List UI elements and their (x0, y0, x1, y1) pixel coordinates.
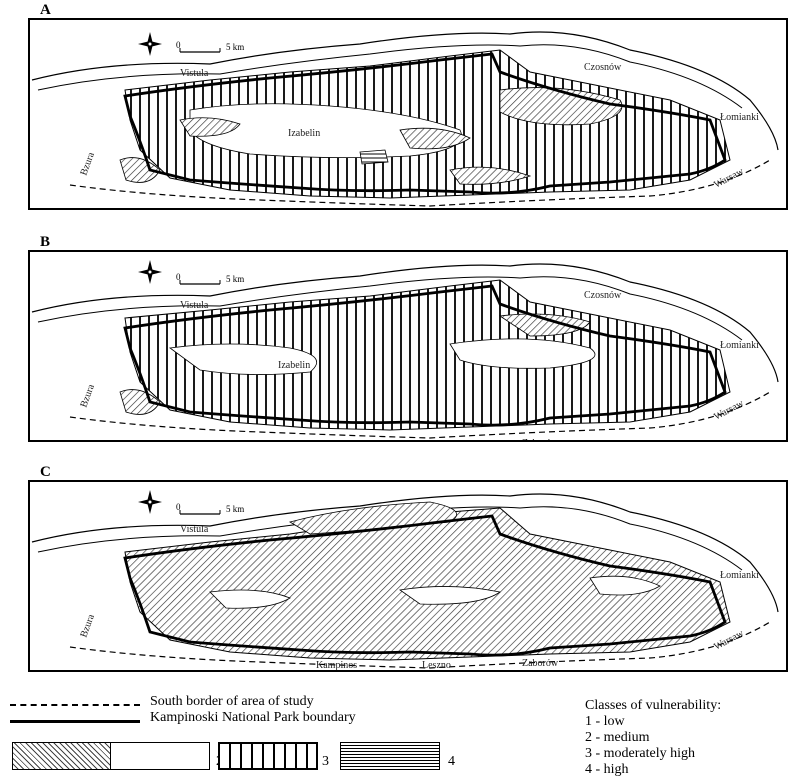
vulnerability-class-3-area (124, 279, 731, 431)
vulnerability-map-c: 0 5 km Vistula Łomianki Kampinos Leszno … (31, 490, 779, 670)
study-area-outline (31, 31, 779, 151)
svg-text:0: 0 (176, 502, 181, 512)
vulnerability-map-a: 0 5 km Vistula Czosnów Łomianki Izabelin… (31, 31, 779, 207)
vistula-label: Vistula (180, 524, 209, 535)
svg-text:0: 0 (176, 272, 181, 282)
vistula-label: Vistula (180, 68, 209, 79)
park-boundary-legend-text: Kampinoski National Park boundary (150, 710, 356, 725)
scale-bar: 0 5 km (176, 502, 244, 515)
class-4-swatch-number: 4 (448, 754, 455, 769)
park-boundary-line (123, 52, 727, 195)
lomianki-label: Łomianki (720, 570, 759, 581)
panel-label-a: A (40, 2, 51, 18)
north-arrow-icon (138, 32, 162, 56)
bzura-label: Bzura (78, 150, 97, 177)
warsaw-label: Warsaw (712, 166, 746, 191)
north-arrow-icon (138, 490, 162, 514)
class-3-label: 3 - moderately high (585, 746, 696, 761)
czosnow-label: Czosnów (584, 290, 622, 301)
bzura-label: Bzura (78, 612, 97, 639)
vulnerability-map-b: 0 5 km Vistula Czosnów Łomianki Izabelin… (31, 260, 779, 440)
class-3-swatch-number: 3 (322, 754, 329, 769)
south-border-legend-text: South border of area of study (150, 694, 314, 709)
vistula-label: Vistula (180, 300, 209, 311)
warsaw-label: Warsaw (712, 398, 746, 423)
panel-label-c: C (40, 464, 51, 480)
map-legend: South border of area of study Kampinoski… (0, 680, 800, 784)
class-3-swatch (218, 742, 318, 770)
leszno-label: Leszno (422, 660, 451, 670)
warsaw-label: Warsaw (712, 628, 746, 653)
map-panel-c: 0 5 km Vistula Łomianki Kampinos Leszno … (28, 480, 788, 672)
panel-label-b: B (40, 234, 51, 250)
svg-text:5 km: 5 km (226, 504, 244, 514)
map-panel-a: 0 5 km Vistula Czosnów Łomianki Izabelin… (28, 18, 788, 210)
classes-title: Classes of vulnerability: (585, 698, 722, 713)
vulnerability-class-4-area (359, 149, 389, 165)
class-4-label: 4 - high (585, 762, 629, 777)
class-2-swatch (110, 742, 210, 770)
zaborow-label: Zaborów (522, 438, 559, 440)
bzura-label: Bzura (78, 382, 97, 409)
svg-text:5 km: 5 km (226, 42, 244, 52)
scale-bar: 0 5 km (176, 40, 244, 53)
svg-text:0: 0 (176, 40, 181, 50)
class-1-swatch (12, 742, 112, 770)
south-border-line-sample (10, 704, 140, 706)
class-4-swatch (340, 742, 440, 770)
south-border-line (69, 159, 771, 207)
czosnow-label: Czosnów (584, 62, 622, 73)
lomianki-label: Łomianki (720, 340, 759, 351)
park-boundary-line-sample (10, 720, 140, 723)
lomianki-label: Łomianki (720, 112, 759, 123)
izabelin-label: Izabelin (278, 360, 310, 371)
zaborow-label: Zaborów (522, 658, 559, 669)
map-panel-b: 0 5 km Vistula Czosnów Łomianki Izabelin… (28, 250, 788, 442)
kampinos-label: Kampinos (316, 660, 357, 670)
scale-bar: 0 5 km (176, 272, 244, 285)
vulnerability-classes-list: Classes of vulnerability: 1 - low 2 - me… (585, 698, 721, 778)
north-arrow-icon (138, 260, 162, 284)
svg-text:5 km: 5 km (226, 274, 244, 284)
class-1-label: 1 - low (585, 714, 625, 729)
izabelin-label: Izabelin (288, 128, 320, 139)
class-2-label: 2 - medium (585, 730, 650, 745)
